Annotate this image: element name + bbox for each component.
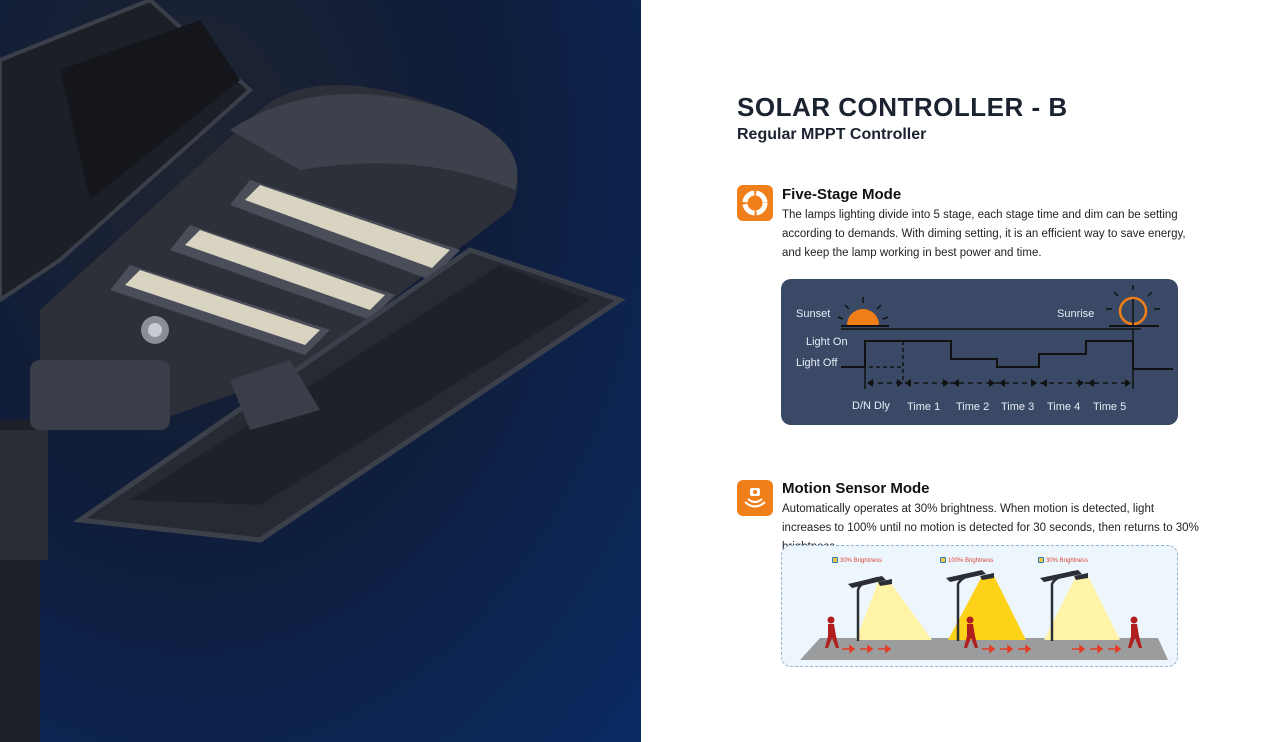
motion-sensor-title: Motion Sensor Mode — [782, 480, 930, 497]
sunset-label: Sunset — [796, 308, 831, 320]
five-stage-diagram: Sunset Sunrise Light On Light Off D/N Dl… — [781, 279, 1178, 425]
stage-label: Time 1 — [907, 401, 941, 413]
brightness-label: 100% Brightness — [940, 557, 993, 564]
stage-label: Time 3 — [1001, 401, 1035, 413]
product-hero-image — [0, 0, 641, 742]
light-on-label: Light On — [806, 336, 848, 348]
sunrise-icon — [1106, 285, 1160, 327]
motion-sensor-diagram: 30% Brightness 100% Brightness 30% Brigh… — [781, 545, 1178, 667]
brightness-label: 30% Brightness — [832, 557, 882, 564]
sunset-icon — [837, 297, 889, 327]
stage-label: Time 5 — [1093, 401, 1127, 413]
brightness-label: 30% Brightness — [1038, 557, 1088, 564]
stage-label: D/N Dly — [852, 400, 890, 412]
stage-label: Time 4 — [1047, 401, 1081, 413]
page-subtitle: Regular MPPT Controller — [737, 126, 927, 143]
five-stage-description: The lamps lighting divide into 5 stage, … — [782, 209, 1186, 259]
five-stage-title: Five-Stage Mode — [782, 186, 902, 203]
sunrise-label: Sunrise — [1057, 308, 1095, 320]
page-title: SOLAR CONTROLLER - B — [737, 92, 1068, 122]
ring-icon — [737, 185, 773, 221]
motion-sensor-icon — [737, 480, 773, 516]
stage-label: Time 2 — [956, 401, 990, 413]
light-off-label: Light Off — [796, 357, 838, 369]
